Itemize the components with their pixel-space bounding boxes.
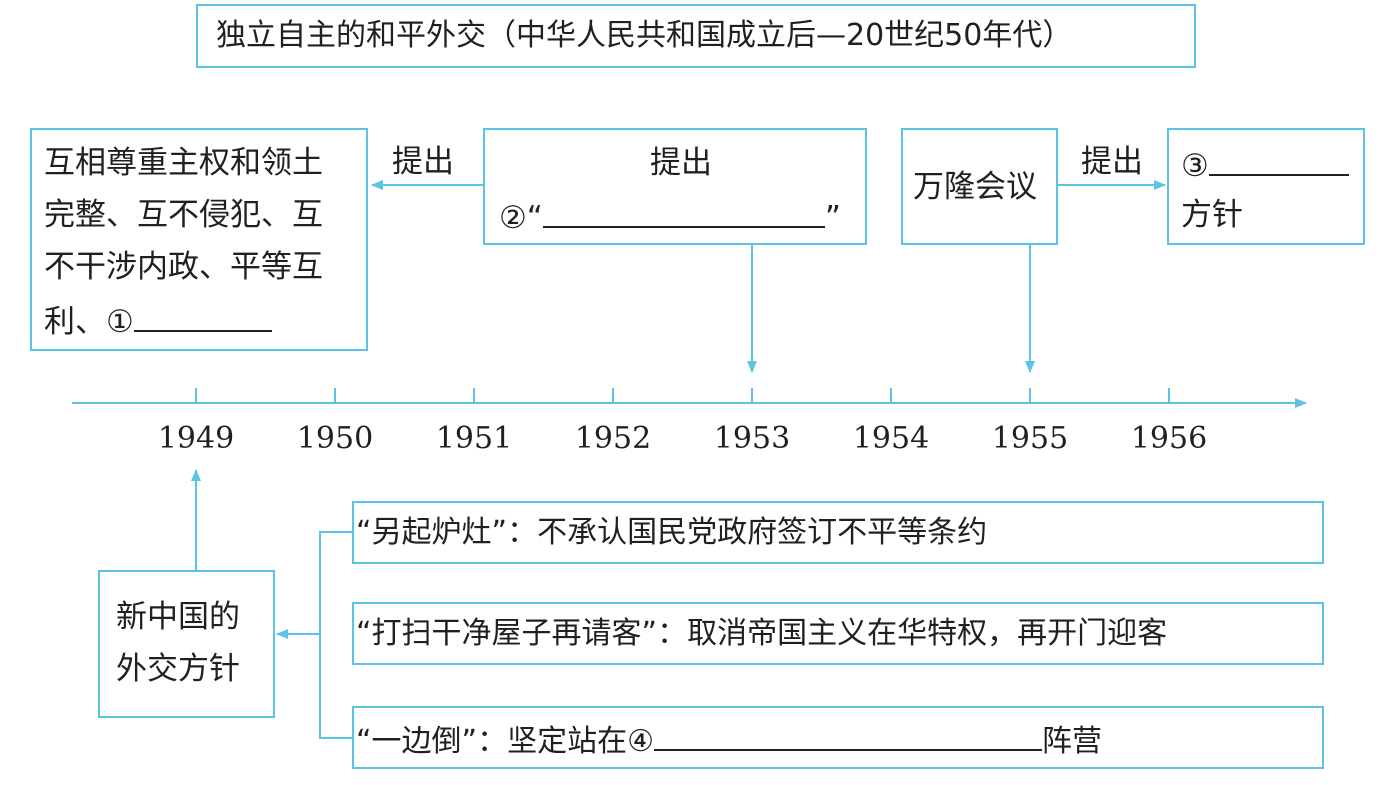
policy-row: “一边倒”：坚定站在④ 阵营 [352,706,1324,769]
policy-row-text: “一边倒”：坚定站在④ 阵营 [356,719,1102,761]
policy-line-2: 方针 [1181,197,1243,233]
page-title: 独立自主的和平外交（中华人民共和国成立后—20世纪50年代） [216,18,1073,53]
year-label: 1955 [991,421,1069,456]
policy-line-1: ③ [1181,144,1349,185]
year-label: 1953 [713,421,791,456]
principles-line-4: 利、① [44,300,272,341]
proposal-line-1: 提出 [650,145,712,181]
year-label: 1956 [1130,421,1208,456]
principles-line-1: 互相尊重主权和领土 [44,145,323,181]
year-label: 1951 [435,421,513,456]
timeline-ticks [195,388,1170,403]
principles-box: 互相尊重主权和领土 完整、互不侵犯、互 不干涉内政、平等互 利、① [30,128,368,351]
policy-row-prefix: “一边倒”：坚定站在④ [356,724,654,759]
proposal-box: 提出 ②“ ” [483,128,867,245]
answer-blank-4[interactable] [653,719,1042,751]
arrow-label-left: 提出 [392,144,454,180]
policy-row-suffix: 阵营 [1041,724,1102,759]
foreign-policy-box: 新中国的 外交方针 [98,570,275,718]
foreign-policy-line-1: 新中国的 [116,599,240,635]
principles-line-4-prefix: 利、① [44,304,134,340]
policy-box: ③ 方针 [1167,128,1365,245]
policy-row-text: “打扫干净屋子再请客”：取消帝国主义在华特权，再开门迎客 [356,616,1168,651]
principles-line-3: 不干涉内政、平等互 [44,249,323,285]
proposal-prefix: ②“ [499,200,543,236]
proposal-suffix: ” [824,200,841,236]
policy-row-text: “另起炉灶”：不承认国民党政府签订不平等条约 [356,515,988,550]
answer-blank-1[interactable] [133,300,272,332]
policy-bracket [319,531,352,739]
bandung-box: 万隆会议 [901,128,1058,245]
year-label: 1950 [296,421,374,456]
policy-prefix: ③ [1181,148,1209,184]
answer-blank-2[interactable] [542,196,825,228]
year-label: 1949 [157,421,235,456]
title-box: 独立自主的和平外交（中华人民共和国成立后—20世纪50年代） [196,4,1196,68]
proposal-line-2: ②“ ” [499,196,841,237]
policy-row: “打扫干净屋子再请客”：取消帝国主义在华特权，再开门迎客 [352,602,1324,665]
foreign-policy-line-2: 外交方针 [116,651,240,687]
policy-row: “另起炉灶”：不承认国民党政府签订不平等条约 [352,501,1324,564]
bandung-label: 万隆会议 [913,169,1037,205]
answer-blank-3[interactable] [1208,144,1349,176]
principles-line-2: 完整、互不侵犯、互 [44,197,323,233]
year-label: 1954 [852,421,930,456]
arrow-label-right: 提出 [1081,144,1143,180]
year-label: 1952 [574,421,652,456]
